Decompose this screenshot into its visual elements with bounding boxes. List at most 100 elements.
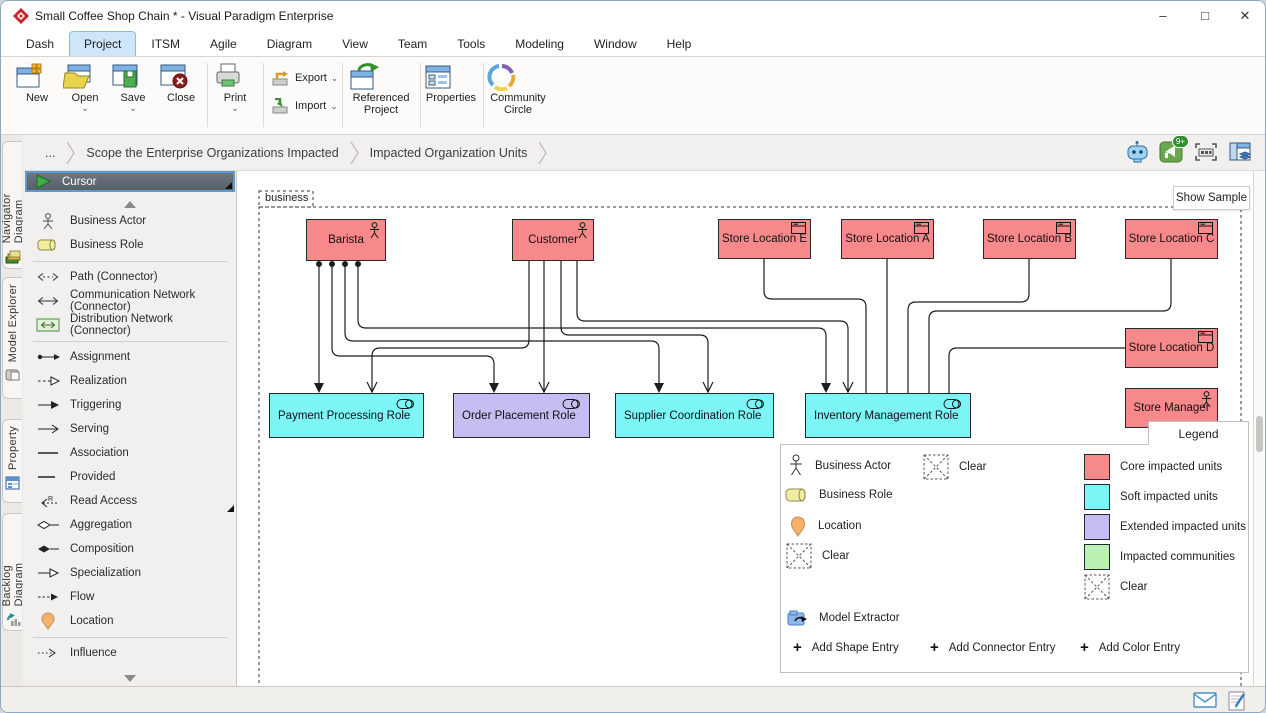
tab-property[interactable]: Property <box>2 419 22 503</box>
group-label-business[interactable]: business <box>261 192 313 207</box>
legend-entry-business-role[interactable]: Business Role <box>785 487 893 503</box>
palette-item-influence[interactable]: Influence <box>25 641 235 665</box>
diagram-canvas[interactable]: business Barista Customer Store Location… <box>237 171 1253 686</box>
palette-item-serving[interactable]: Serving <box>25 417 235 441</box>
legend-model-extractor[interactable]: Model Extractor <box>787 609 900 627</box>
node-store-location-c[interactable]: Store Location C <box>1125 219 1218 259</box>
palette-item-read-access[interactable]: R Read Access <box>25 489 235 513</box>
breadcrumb: ... Scope the Enterprise Organizations I… <box>23 135 1266 171</box>
palette-item-location[interactable]: Location <box>25 609 235 633</box>
breadcrumb-item-current[interactable]: Impacted Organization Units <box>362 146 536 160</box>
node-store-location-b[interactable]: Store Location B <box>983 219 1076 259</box>
maximize-button[interactable]: □ <box>1185 1 1225 31</box>
open-button[interactable]: Open ⌄ <box>63 61 107 131</box>
toolbar-divider <box>263 63 264 127</box>
menu-item-help[interactable]: Help <box>652 31 707 56</box>
breadcrumb-ellipsis[interactable]: ... <box>37 146 63 160</box>
tab-diagram-backlog[interactable]: Diagram Backlog <box>2 513 22 631</box>
chevron-down-icon[interactable]: ⌄ <box>330 102 338 110</box>
close-button[interactable]: ✕ <box>1225 1 1265 31</box>
add-shape-entry-button[interactable]: + Add Shape Entry <box>793 639 899 656</box>
node-store-location-a[interactable]: Store Location A <box>841 219 934 259</box>
palette-item-communication-network[interactable]: Communication Network (Connector) <box>25 289 235 313</box>
node-inventory-management-role[interactable]: Inventory Management Role <box>805 393 971 438</box>
chevron-down-icon[interactable]: ⌄ <box>331 74 339 82</box>
legend-entry-extended-impacted[interactable]: Extended impacted units <box>1084 514 1246 540</box>
save-button[interactable]: Save ⌄ <box>111 61 155 131</box>
fit-to-window-icon[interactable] <box>1193 140 1219 164</box>
node-supplier-coordination-role[interactable]: Supplier Coordination Role <box>615 393 774 438</box>
node-store-location-e[interactable]: Store Location E <box>718 219 811 259</box>
legend-entry-core-impacted[interactable]: Core impacted units <box>1084 454 1222 480</box>
node-store-location-d[interactable]: Store Location D <box>1125 328 1218 368</box>
menu-item-window[interactable]: Window <box>579 31 652 56</box>
palette-item-composition[interactable]: Composition <box>25 537 235 561</box>
export-button[interactable]: Export ⌄ <box>271 67 338 89</box>
palette-item-realization[interactable]: Realization <box>25 369 235 393</box>
legend-header[interactable]: Legend <box>1148 421 1249 445</box>
node-barista[interactable]: Barista <box>306 219 386 261</box>
palette-item-triggering[interactable]: Triggering <box>25 393 235 417</box>
color-swatch <box>1084 484 1110 510</box>
properties-button[interactable]: Properties <box>423 61 479 131</box>
palette-item-business-actor[interactable]: Business Actor <box>25 209 235 233</box>
palette-item-provided[interactable]: Provided <box>25 465 235 489</box>
new-button[interactable]: New <box>15 61 59 131</box>
menu-item-agile[interactable]: Agile <box>195 31 252 56</box>
legend-entry-impacted-communities[interactable]: Impacted communities <box>1084 544 1235 570</box>
message-envelope-icon[interactable] <box>1193 690 1217 712</box>
chevron-down-icon[interactable]: ⌄ <box>63 104 107 112</box>
tab-model-explorer[interactable]: Model Explorer <box>2 277 22 399</box>
assistant-robot-icon[interactable] <box>1125 140 1150 164</box>
path-connector-icon <box>35 271 61 283</box>
menu-item-modeling[interactable]: Modeling <box>500 31 579 56</box>
show-sample-button[interactable]: Show Sample <box>1173 186 1250 210</box>
legend-entry-soft-impacted[interactable]: Soft impacted units <box>1084 484 1218 510</box>
palette-item-assignment[interactable]: Assignment <box>25 345 235 369</box>
community-circle-button[interactable]: Community Circle <box>487 61 549 131</box>
print-button[interactable]: Print ⌄ <box>213 61 257 131</box>
palette-item-business-role[interactable]: Business Role <box>25 233 235 257</box>
breadcrumb-item[interactable]: Scope the Enterprise Organizations Impac… <box>78 146 346 160</box>
announcements-megaphone-icon[interactable]: 9+ <box>1159 140 1184 164</box>
legend-entry-connector-clear[interactable]: Clear <box>923 454 986 480</box>
chevron-down-icon[interactable]: ⌄ <box>111 104 155 112</box>
close-project-button[interactable]: Close <box>159 61 203 131</box>
tab-diagram-navigator[interactable]: Diagram Navigator <box>2 141 22 269</box>
legend-entry-business-actor[interactable]: Business Actor <box>787 454 891 478</box>
add-color-entry-button[interactable]: + Add Color Entry <box>1080 639 1180 656</box>
serving-icon <box>35 423 61 435</box>
edit-document-icon[interactable] <box>1227 690 1249 712</box>
import-button[interactable]: Import ⌄ <box>271 95 338 117</box>
add-connector-entry-button[interactable]: + Add Connector Entry <box>930 639 1056 656</box>
palette-scroll-down[interactable] <box>23 669 237 681</box>
legend-entry-location[interactable]: Location <box>788 515 861 537</box>
palette-item-association[interactable]: Association <box>25 441 235 465</box>
menu-item-view[interactable]: View <box>327 31 383 56</box>
node-order-placement-role[interactable]: Order Placement Role <box>453 393 590 438</box>
diagram-layers-icon[interactable] <box>1228 140 1253 164</box>
palette-item-cursor[interactable]: Cursor <box>25 171 235 192</box>
vertical-scrollbar[interactable] <box>1253 171 1264 686</box>
palette-item-flow[interactable]: Flow <box>25 585 235 609</box>
legend-entry-color-clear[interactable]: Clear <box>1084 574 1147 600</box>
menu-item-tools[interactable]: Tools <box>442 31 500 56</box>
business-role-icon <box>785 487 809 503</box>
palette-item-distribution-network[interactable]: Distribution Network (Connector) <box>25 313 235 337</box>
referenced-project-button[interactable]: Referenced Project <box>347 61 415 131</box>
node-payment-processing-role[interactable]: Payment Processing Role <box>269 393 424 438</box>
palette-scroll-up[interactable] <box>23 195 237 207</box>
menu-item-project[interactable]: Project <box>69 31 136 56</box>
palette-item-specialization[interactable]: Specialization <box>25 561 235 585</box>
menu-item-team[interactable]: Team <box>383 31 442 56</box>
menu-item-diagram[interactable]: Diagram <box>252 31 327 56</box>
scrollbar-thumb[interactable] <box>1256 416 1263 452</box>
node-customer[interactable]: Customer <box>512 219 594 261</box>
chevron-down-icon[interactable]: ⌄ <box>213 104 257 112</box>
minimize-button[interactable]: – <box>1143 1 1183 31</box>
menu-item-itsm[interactable]: ITSM <box>136 31 195 56</box>
palette-item-path-connector[interactable]: Path (Connector) <box>25 265 235 289</box>
legend-entry-shape-clear[interactable]: Clear <box>786 543 849 569</box>
palette-item-aggregation[interactable]: Aggregation <box>25 513 235 537</box>
menu-item-dash[interactable]: Dash <box>11 31 69 56</box>
